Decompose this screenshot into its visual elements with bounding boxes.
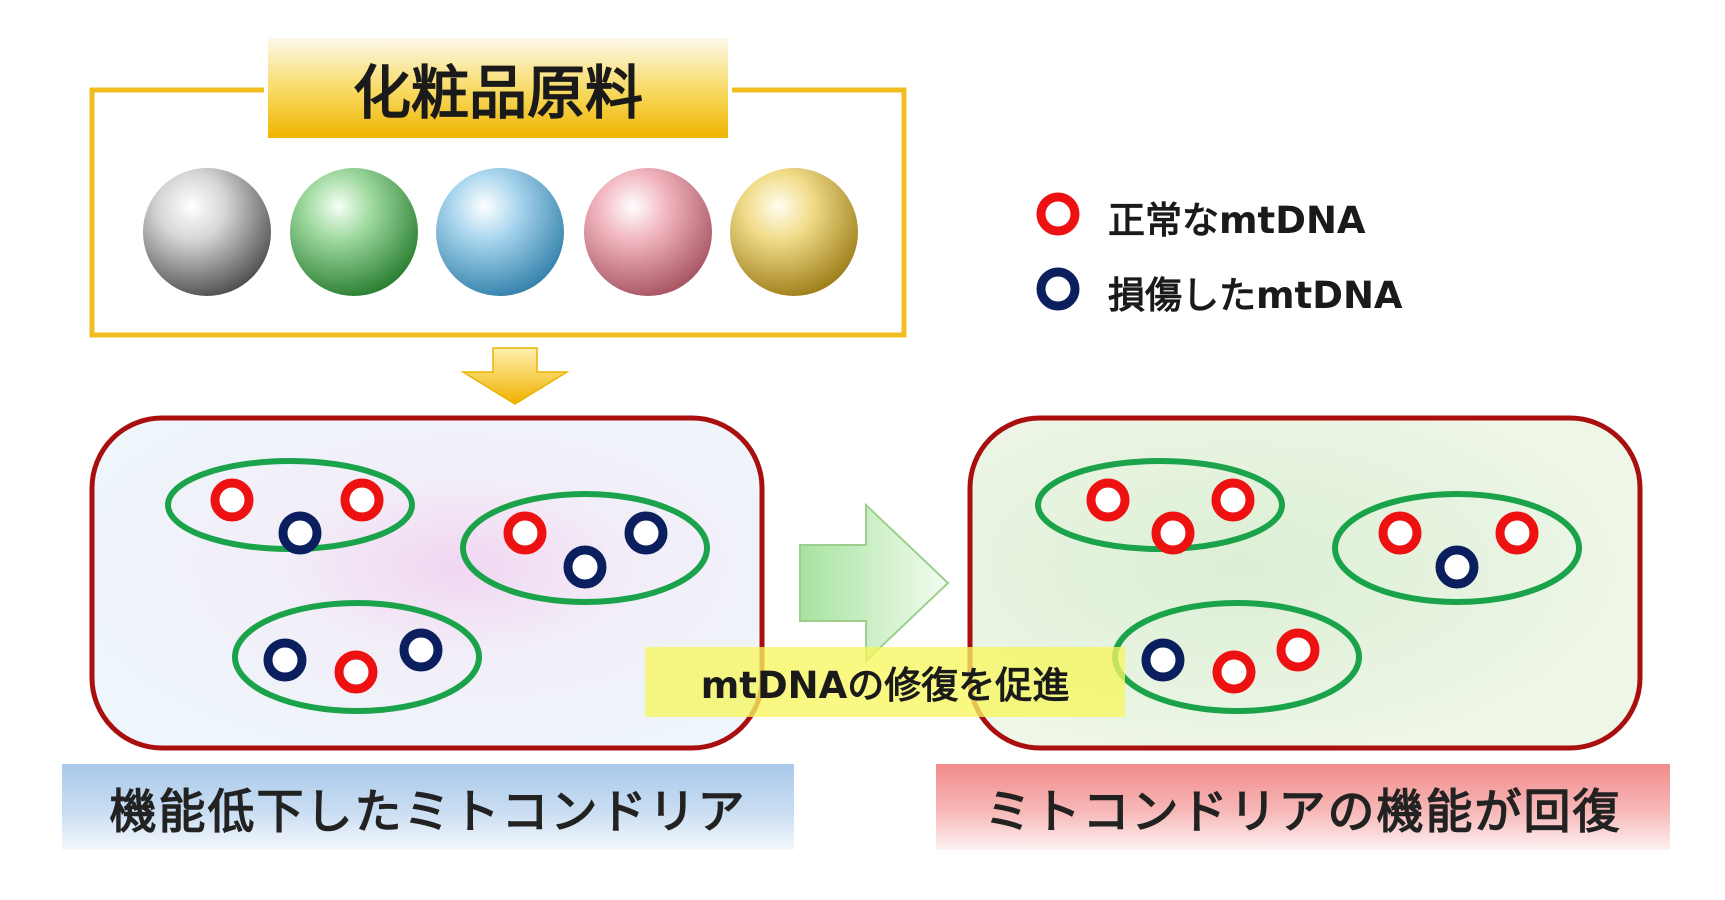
normal-mtdna-ring-icon [1495, 511, 1539, 555]
damaged-mtdna-ring-icon [1141, 638, 1185, 682]
ingredients-title: 化粧品原料 [268, 38, 728, 138]
damaged-mtdna-ring-icon [278, 511, 322, 555]
normal-mtdna-ring-icon [1151, 511, 1195, 555]
damaged-mtdna-ring-icon [563, 545, 607, 589]
right-cell [967, 415, 1643, 751]
ingredient-spheres [143, 168, 858, 296]
normal-mtdna-ring-icon [1211, 478, 1255, 522]
down-arrow-icon [460, 347, 570, 405]
left-cell [89, 415, 765, 751]
sphere-pink-icon [584, 168, 712, 296]
right-caption: ミトコンドリアの機能が回復 [936, 764, 1670, 850]
mitochondrion [1035, 458, 1285, 555]
left-caption: 機能低下したミトコンドリア [62, 764, 794, 850]
sphere-gold-icon [730, 168, 858, 296]
sphere-silver-icon [143, 168, 271, 296]
normal-mtdna-ring-icon [1276, 628, 1320, 672]
normal-mtdna-ring-icon [340, 478, 384, 522]
normal-mtdna-ring-icon [334, 650, 378, 694]
normal-mtdna-ring-icon [210, 478, 254, 522]
legend-normal-label: 正常なmtDNA [1108, 199, 1366, 242]
normal-mtdna-ring-icon [1086, 478, 1130, 522]
transition-arrow-icon [799, 502, 950, 664]
legend-normal-ring-icon [1036, 192, 1080, 236]
normal-mtdna-ring-icon [1378, 511, 1422, 555]
mitochondrion [1332, 491, 1582, 605]
damaged-mtdna-ring-icon [624, 511, 668, 555]
mitochondrion [165, 458, 415, 555]
mitochondrion-outline [1332, 491, 1582, 605]
normal-mtdna-ring-icon [503, 511, 547, 555]
legend-damaged-label: 損傷したmtDNA [1108, 274, 1403, 317]
damaged-mtdna-ring-icon [1435, 545, 1479, 589]
legend-damaged-ring-icon [1036, 267, 1080, 311]
sphere-green-icon [290, 168, 418, 296]
sphere-light-blue-icon [436, 168, 564, 296]
damaged-mtdna-ring-icon [399, 628, 443, 672]
mitochondrion [232, 600, 482, 714]
mitochondria-layer [165, 458, 1582, 714]
mitochondrion-outline [232, 600, 482, 714]
normal-mtdna-ring-icon [1212, 650, 1256, 694]
process-label: mtDNAの修復を促進 [645, 647, 1125, 717]
damaged-mtdna-ring-icon [263, 638, 307, 682]
mitochondrion-outline [460, 491, 710, 605]
mitochondrion [460, 491, 710, 605]
